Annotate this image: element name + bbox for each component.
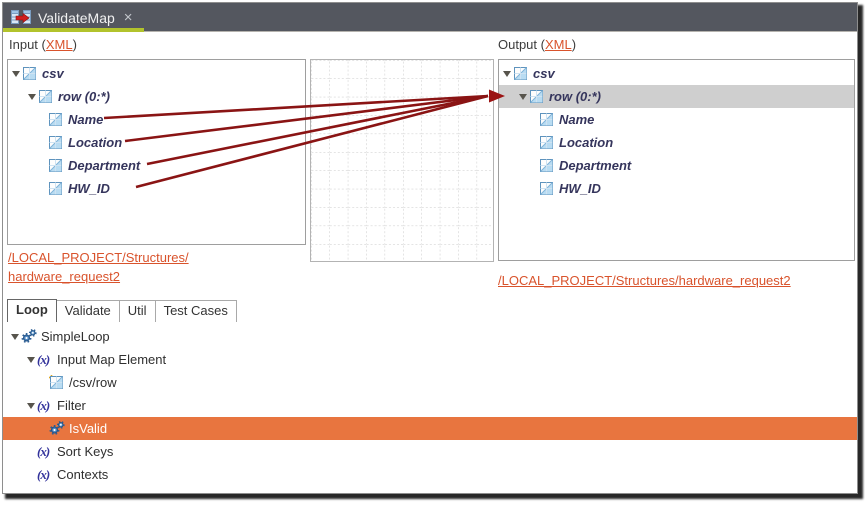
gears-icon xyxy=(21,329,41,344)
input-xml-link[interactable]: XML xyxy=(45,37,73,52)
tree-row-row-0[interactable]: row (0:*) xyxy=(499,85,854,108)
mapper-editor: Input (XML) Output (XML) csv row (0:*) Nam… xyxy=(3,32,857,493)
element-icon xyxy=(513,66,533,81)
input-schema-resource-link[interactable]: /LOCAL_PROJECT/Structures/ hardware_requ… xyxy=(8,250,189,284)
map-transform-icon xyxy=(11,9,31,26)
tab-title: ValidateMap xyxy=(38,9,115,26)
app-window: ValidateMap × Input (XML) Output (XML) c… xyxy=(2,2,858,494)
tree-row-department[interactable]: Department xyxy=(499,154,854,177)
tree-label: Sort Keys xyxy=(57,444,114,459)
tree-row-name[interactable]: Name xyxy=(499,108,854,131)
fx-icon: (x) xyxy=(37,397,50,413)
tree-label: HW_ID xyxy=(68,181,110,196)
tree-row-location[interactable]: Location xyxy=(8,131,305,154)
expander-down-icon[interactable] xyxy=(26,93,38,100)
tree-label: Input Map Element xyxy=(57,352,167,367)
tree-label: Location xyxy=(68,135,123,150)
tree-row-csv[interactable]: csv xyxy=(8,62,305,85)
tree-row-department[interactable]: Department xyxy=(8,154,305,177)
tab-loop[interactable]: Loop xyxy=(7,299,57,322)
tree-row-location[interactable]: Location xyxy=(499,131,854,154)
element-icon xyxy=(48,112,68,127)
tree-row-name[interactable]: Name xyxy=(8,108,305,131)
tree-label: Name xyxy=(68,112,104,127)
element-icon xyxy=(48,158,68,173)
tree-label: /csv/row xyxy=(69,375,117,390)
element-icon xyxy=(529,89,549,104)
output-schema-resource-link[interactable]: /LOCAL_PROJECT/Structures/hardware_reque… xyxy=(498,273,791,288)
element-icon xyxy=(22,66,42,81)
tab-util[interactable]: Util xyxy=(118,300,156,322)
tree-label: Contexts xyxy=(57,467,109,482)
tree-row-filter[interactable]: (x) Filter xyxy=(3,394,857,417)
tree-row-isvalid[interactable]: IsValid xyxy=(3,417,857,440)
gears-icon xyxy=(49,421,69,436)
expander-down-icon[interactable] xyxy=(25,402,37,409)
element-icon xyxy=(539,181,559,196)
element-icon xyxy=(539,135,559,150)
expander-down-icon[interactable] xyxy=(501,70,513,77)
tree-label: csv xyxy=(533,66,555,81)
tree-label: Name xyxy=(559,112,595,127)
tree-label: Filter xyxy=(57,398,86,413)
tree-label: csv xyxy=(42,66,64,81)
tree-label: row (0:*) xyxy=(58,89,110,104)
tree-label: row (0:*) xyxy=(549,89,601,104)
tab-validate[interactable]: Validate xyxy=(55,300,120,322)
fx-icon: (x) xyxy=(37,351,50,367)
tree-row-csv[interactable]: csv xyxy=(499,62,854,85)
fx-icon: (x) xyxy=(37,443,50,459)
tree-label: Department xyxy=(559,158,632,173)
output-pane-header: Output (XML) xyxy=(498,37,577,52)
element-icon xyxy=(48,181,68,196)
tree-label: HW_ID xyxy=(559,181,601,196)
tree-label: IsValid xyxy=(69,421,108,436)
loop-tree: SimpleLoop (x) Input Map Element/csv/row (x… xyxy=(3,323,857,486)
element-icon xyxy=(539,158,559,173)
tree-row-hw-id[interactable]: HW_ID xyxy=(8,177,305,200)
tree-label: Department xyxy=(68,158,141,173)
tree-row-row-0[interactable]: row (0:*) xyxy=(8,85,305,108)
element-icon xyxy=(48,135,68,150)
expander-down-icon[interactable] xyxy=(10,70,22,77)
close-icon[interactable]: × xyxy=(123,9,133,26)
tree-row-input-map-element[interactable]: (x) Input Map Element xyxy=(3,348,857,371)
tree-row-simpleloop[interactable]: SimpleLoop xyxy=(3,325,857,348)
output-xml-link[interactable]: XML xyxy=(544,37,572,52)
mapping-canvas[interactable] xyxy=(310,59,494,262)
element-icon xyxy=(38,89,58,104)
element-icon xyxy=(539,112,559,127)
tree-row-contexts[interactable]: (x) Contexts xyxy=(3,463,857,486)
tab-validatemap[interactable]: ValidateMap × xyxy=(3,3,144,32)
tree-row-hw-id[interactable]: HW_ID xyxy=(499,177,854,200)
tree-label: Location xyxy=(559,135,614,150)
tree-row-csv-row[interactable]: /csv/row xyxy=(3,371,857,394)
active-tab-underline xyxy=(3,28,144,32)
tree-label: SimpleLoop xyxy=(41,329,110,344)
editor-tab-bar: ValidateMap × xyxy=(3,3,857,32)
expander-down-icon[interactable] xyxy=(517,93,529,100)
element-new-icon xyxy=(49,375,69,390)
canvas-grid xyxy=(311,60,493,261)
expander-down-icon[interactable] xyxy=(9,333,21,340)
input-pane-header: Input (XML) xyxy=(9,37,77,52)
expander-down-icon[interactable] xyxy=(25,356,37,363)
tree-row-sort-keys[interactable]: (x) Sort Keys xyxy=(3,440,857,463)
tab-test-cases[interactable]: Test Cases xyxy=(154,300,237,322)
fx-icon: (x) xyxy=(37,466,50,482)
